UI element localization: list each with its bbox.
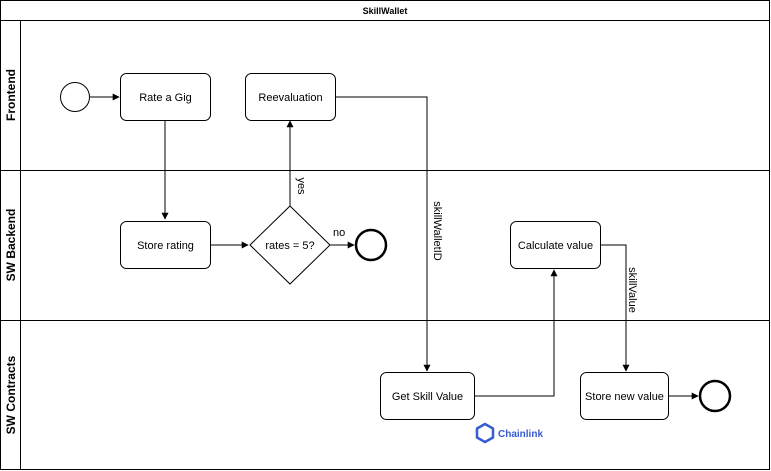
end-event-no [354, 228, 388, 262]
task-calculate-value: Calculate value [510, 221, 601, 269]
task-label: Reevaluation [258, 92, 322, 104]
task-store-rating: Store rating [120, 221, 211, 269]
start-event [60, 82, 90, 112]
gateway-label: rates = 5? [265, 240, 314, 252]
task-rate-a-gig: Rate a Gig [120, 73, 211, 121]
edge-label-skill-value: skillValue [626, 267, 638, 313]
task-store-new-value: Store new value [580, 372, 669, 420]
edge-label-no: no [333, 227, 345, 239]
pool-title: SkillWallet [363, 6, 408, 16]
lane-label-sw-backend: SW Backend [4, 209, 18, 282]
task-label: Store new value [585, 391, 664, 403]
end-event-final [698, 379, 732, 413]
lane-frontend: Frontend [0, 20, 770, 470]
edge-label-yes: yes [295, 177, 307, 195]
gateway-rates-equals-5: rates = 5? [249, 205, 331, 285]
chainlink-wordmark: Chainlink [498, 429, 543, 440]
task-label: Get Skill Value [392, 391, 463, 403]
edge-calculate-to-store-new-value [600, 244, 630, 372]
chainlink-hexagon-icon [475, 422, 495, 444]
task-label: Calculate value [518, 240, 593, 252]
edge-reevaluation-to-get-skill-value [335, 96, 431, 372]
task-reevaluation: Reevaluation [245, 73, 336, 121]
lane-sw-contracts: SW Contracts [4, 355, 18, 434]
task-label: Rate a Gig [139, 92, 192, 104]
lane-label-frontend: Frontend [4, 69, 18, 121]
task-get-skill-value: Get Skill Value [380, 372, 475, 420]
edge-label-skill-wallet-id: skillWalletID [431, 201, 443, 261]
lane-label-sw-contracts: SW Contracts [4, 355, 18, 434]
lane-sw-backend: SW Backend [0, 209, 770, 321]
chainlink-logo: Chainlink [475, 422, 543, 444]
edge-get-skill-value-to-calculate [474, 269, 558, 397]
task-label: Store rating [137, 240, 194, 252]
edges [90, 93, 699, 400]
